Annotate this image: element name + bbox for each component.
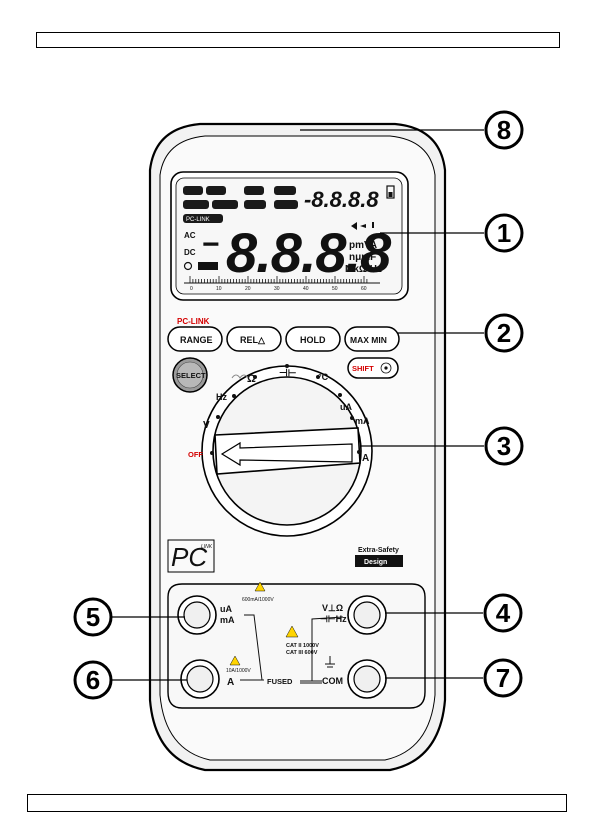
lcd-ac-label: AC <box>184 231 196 240</box>
lcd-dc-label: DC <box>184 248 196 257</box>
dial-ohm-label: Ω <box>247 373 256 385</box>
jack-ua-label: uA <box>220 604 232 614</box>
jack-a[interactable] <box>181 660 219 698</box>
lcd-sub-digits: -8.8.8.8 <box>304 187 379 212</box>
cat-rating-1: CAT II 1000V <box>286 643 319 649</box>
lcd-auto-icon <box>198 262 218 270</box>
fused-label: FUSED <box>267 677 293 686</box>
svg-text:3: 3 <box>497 431 511 461</box>
dial-v-label: V <box>203 420 210 431</box>
fuse-small-label: 600mA/1000V <box>242 597 274 603</box>
hold-button[interactable]: HOLD <box>286 327 340 351</box>
svg-text:5: 5 <box>86 602 100 632</box>
lcd-unit-line2: nμmF <box>349 252 376 263</box>
svg-text:6: 6 <box>86 665 100 695</box>
callout-1: 1 <box>486 215 522 251</box>
lcd-pclink-label: PC-LINK <box>186 217 210 223</box>
svg-text:HOLD: HOLD <box>300 335 326 345</box>
bar-tick-10: 10 <box>216 286 222 292</box>
svg-text:MAX MIN: MAX MIN <box>350 335 387 345</box>
svg-text:7: 7 <box>496 663 510 693</box>
dial-ua-label: uA <box>340 402 352 412</box>
svg-text:1: 1 <box>497 218 511 248</box>
bar-tick-60: 60 <box>361 286 367 292</box>
jack-com[interactable] <box>348 660 386 698</box>
jack-cap-hz-label: ⊣⊢Hz <box>320 614 347 624</box>
bar-tick-40: 40 <box>303 286 309 292</box>
jack-v-ohm-label: V⊥Ω <box>322 603 343 613</box>
callout-3: 3 <box>486 428 522 464</box>
bar-tick-20: 20 <box>245 286 251 292</box>
svg-text:8: 8 <box>497 115 511 145</box>
jack-ma-label: mA <box>220 615 235 625</box>
extra-safety-badge: Extra-Safety Design <box>355 547 403 567</box>
dial-cap-label: ⊣⊢ <box>279 368 297 379</box>
cat-rating-2: CAT III 600V <box>286 650 318 656</box>
dial-hz-label: Hz <box>216 392 227 402</box>
svg-text:RANGE: RANGE <box>180 335 213 345</box>
callout-8: 8 <box>486 112 522 148</box>
pc-link-label: PC-LINK <box>177 317 210 326</box>
svg-text:4: 4 <box>496 598 511 628</box>
pc-link-logo: PC LINK <box>168 540 214 572</box>
jack-ua-ma[interactable] <box>178 596 216 634</box>
dial-ma-label: mA <box>355 416 370 426</box>
dial-a-label: A <box>362 453 369 464</box>
jack-v-ohm-hz[interactable] <box>348 596 386 634</box>
svg-text:2: 2 <box>497 318 511 348</box>
callout-2: 2 <box>486 315 522 351</box>
jack-a-label: A <box>227 677 234 688</box>
callout-7: 7 <box>485 660 521 696</box>
svg-text:SELECT: SELECT <box>176 371 206 380</box>
fuse-large-label: 10A/1000V <box>226 668 251 674</box>
callout-4: 4 <box>485 595 521 631</box>
svg-text:LINK: LINK <box>201 544 213 550</box>
maxmin-button[interactable]: MAX MIN <box>345 327 399 351</box>
battery-level <box>389 192 393 197</box>
jack-com-label: COM <box>322 676 343 686</box>
bar-tick-0: 0 <box>190 286 193 292</box>
bar-tick-50: 50 <box>332 286 338 292</box>
dial-temp-label: °C <box>318 372 329 382</box>
svg-text:REL△: REL△ <box>240 335 266 345</box>
callout-6: 6 <box>75 662 111 698</box>
select-button[interactable]: SELECT <box>173 358 207 392</box>
rel-button[interactable]: REL△ <box>227 327 281 351</box>
range-button[interactable]: RANGE <box>168 327 222 351</box>
lcd-minus-sign: − <box>202 228 220 261</box>
lcd-unit-line3: MkΩ Hz <box>345 264 382 275</box>
svg-text:SHIFT: SHIFT <box>352 364 374 373</box>
shift-button[interactable]: SHIFT <box>348 358 398 378</box>
callout-5: 5 <box>75 599 111 635</box>
lcd-unit-line1: pmVA <box>349 240 377 251</box>
dial-off-label: OFF <box>188 450 203 459</box>
svg-text:Design: Design <box>364 559 387 566</box>
svg-text:Extra-Safety: Extra-Safety <box>358 547 399 554</box>
bar-tick-30: 30 <box>274 286 280 292</box>
